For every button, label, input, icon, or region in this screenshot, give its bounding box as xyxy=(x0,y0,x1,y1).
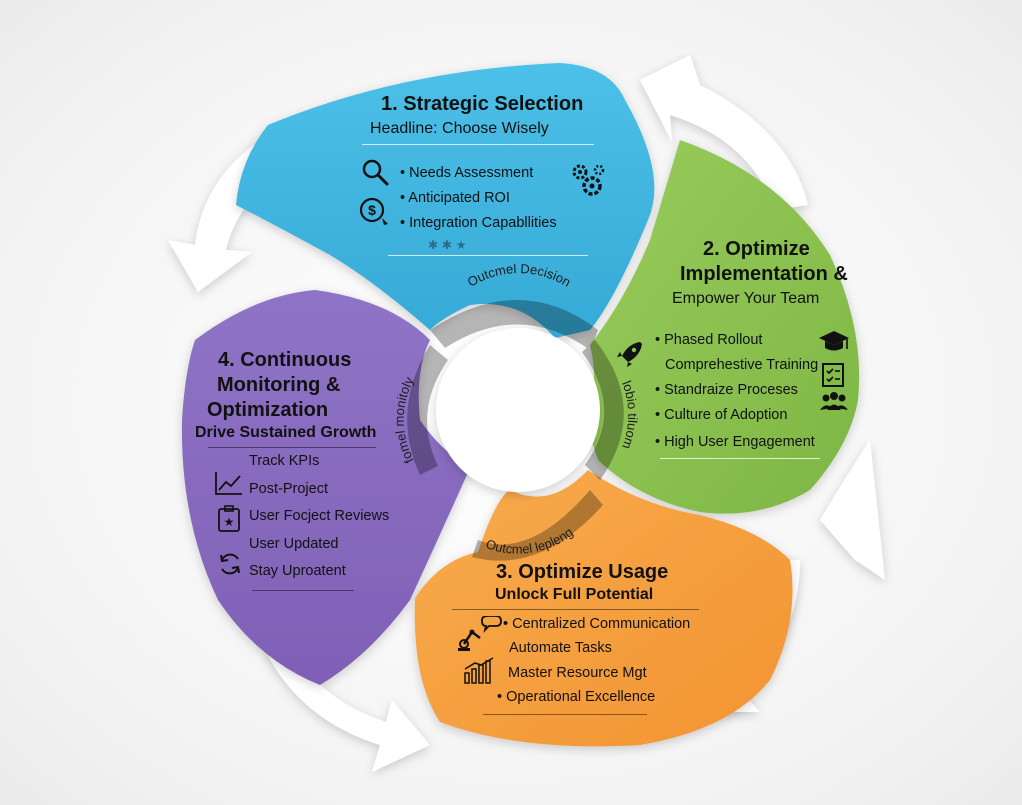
segment-3-item-3: Master Resource Mgt xyxy=(508,665,647,681)
stars-icon: ✱ ✱ ★ xyxy=(428,238,467,252)
segment-3-item-2: Automate Tasks xyxy=(509,640,612,656)
segment-3-item-4: • Operational Excellence xyxy=(497,689,656,705)
segment-2-subtitle: Empower Your Team xyxy=(672,290,820,307)
segment-2-item-5: • High User Engagement xyxy=(655,434,815,450)
segment-2-item-3: • Standraize Proceses xyxy=(655,382,798,398)
segment-2-shape xyxy=(585,140,860,514)
segment-3-divider xyxy=(452,609,699,610)
arrow-top-right xyxy=(640,55,808,210)
graduation-cap-icon xyxy=(819,331,849,351)
segment-shapes xyxy=(181,63,860,747)
segment-2-title-line-2: Implementation & xyxy=(680,263,848,285)
search-icon xyxy=(362,159,389,186)
segment-2-item-4: • Culture of Adoption xyxy=(655,407,788,423)
badge-icon: ★ xyxy=(218,505,240,532)
segment-2-arc-label: lobio tiluom xyxy=(619,378,640,451)
segment-1-item-2: • Anticipated ROI xyxy=(400,190,510,206)
segment-1-title: 1. Strategic Selection xyxy=(381,93,584,115)
arrow-right-outer xyxy=(820,440,885,580)
segment-3-bottom-divider xyxy=(483,714,647,715)
rocket-icon xyxy=(617,342,642,367)
segment-4-title-line-3: Optimization xyxy=(207,399,329,421)
segment-1-subtitle: Headline: Choose Wisely xyxy=(370,120,549,137)
segment-4-item-5: Stay Uproatent xyxy=(249,563,346,579)
segment-1-shape xyxy=(236,63,655,338)
segment-3-title: 3. Optimize Usage xyxy=(496,561,669,583)
segment-3-shape xyxy=(414,470,793,747)
segment-4-item-3: User Focject Reviews xyxy=(249,508,390,524)
center-hub xyxy=(436,328,600,492)
line-chart-icon xyxy=(215,472,242,495)
inner-ring-bands xyxy=(407,300,624,561)
segment-1-item-1: • Needs Assessment xyxy=(400,165,534,181)
dollar-coin-icon: $ xyxy=(359,197,388,225)
svg-text:★: ★ xyxy=(224,515,235,529)
svg-text:✱ ✱ ★: ✱ ✱ ★ xyxy=(428,238,467,252)
segment-4-title-line-1: 4. Continuous xyxy=(218,349,352,371)
people-icon xyxy=(820,392,848,410)
segment-4-divider xyxy=(208,447,376,448)
segment-4-shape xyxy=(181,290,470,685)
segment-2-divider xyxy=(660,458,820,459)
segment-2-title-line-1: 2. Optimize xyxy=(703,238,810,260)
segment-4-item-1: Track KPIs xyxy=(249,453,320,469)
refresh-cycle-icon xyxy=(220,553,240,575)
segment-2-item-2: Comprehestive Training xyxy=(665,357,819,373)
svg-text:$: $ xyxy=(368,202,376,218)
gears-icon xyxy=(572,164,605,196)
segment-4-item-2: Post-Project xyxy=(249,481,328,497)
segment-3-subtitle: Unlock Full Potential xyxy=(495,586,654,603)
segment-2-item-1: • Phased Rollout xyxy=(655,332,763,348)
segment-4-title-line-2: Monitoring & xyxy=(217,374,341,396)
segment-1-item-3: • Integration Capabllities xyxy=(400,215,557,231)
bar-chart-icon xyxy=(464,657,494,684)
arrow-bottom-left xyxy=(265,650,430,772)
segment-4-subtitle: Drive Sustained Growth xyxy=(195,424,377,441)
robot-arm-chat-icon xyxy=(458,616,502,651)
checklist-icon xyxy=(822,363,844,387)
segment-4-bottom-divider xyxy=(252,590,354,591)
segment-1-divider xyxy=(362,144,594,145)
segment-1-bottom-divider xyxy=(388,255,588,256)
segment-4-item-4: User Updated xyxy=(249,536,339,552)
segment-3-item-1: • Centralized Communication xyxy=(503,616,691,632)
